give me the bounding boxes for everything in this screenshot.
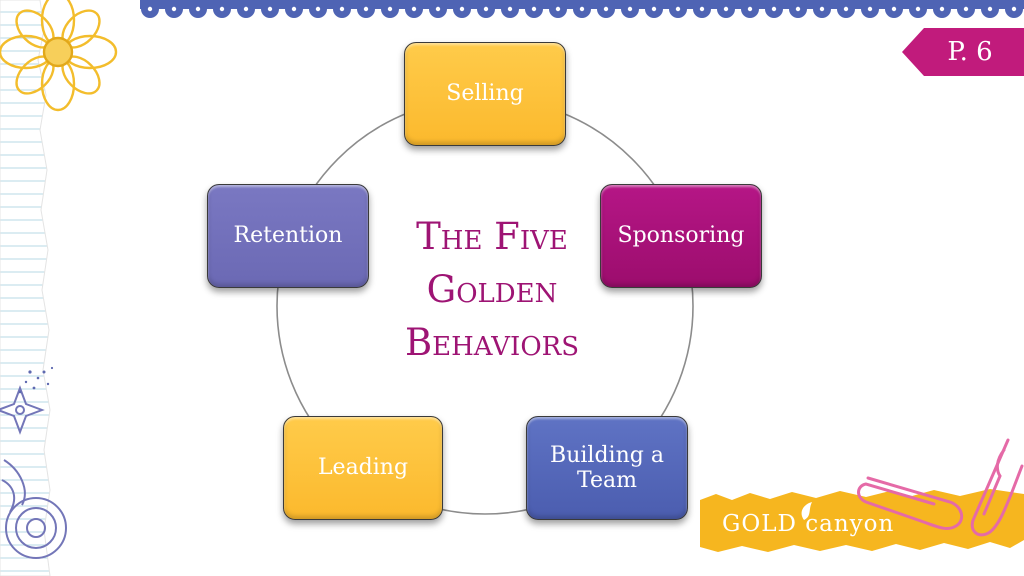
scallop-dot — [747, 6, 753, 12]
node-label: Leading — [317, 455, 409, 481]
diagram-title: The Five Golden Behaviors — [360, 210, 624, 369]
node-sponsoring: Sponsoring — [600, 184, 762, 288]
scallop-dot — [627, 6, 633, 12]
scallop-dot — [291, 6, 297, 12]
scallop-dot — [819, 6, 825, 12]
scallop-dot — [651, 6, 657, 12]
scallop-dot — [963, 6, 969, 12]
flame-logo-icon — [801, 502, 812, 520]
scallop-dot — [987, 6, 993, 12]
scallop-dot — [603, 6, 609, 12]
scallop-dot — [939, 6, 945, 12]
scallop-dot — [579, 6, 585, 12]
scallop-dot — [891, 6, 897, 12]
scallop-dot — [267, 6, 273, 12]
node-label: Sponsoring — [617, 223, 745, 249]
scallop-dot — [795, 6, 801, 12]
scallop-border — [140, 0, 1024, 18]
scallop-dot — [363, 6, 369, 12]
title-line: The Five — [416, 215, 568, 258]
dot-spray-decoration — [18, 366, 54, 394]
scallop-dot — [435, 6, 441, 12]
scallop-dot — [243, 6, 249, 12]
scallop-dot — [219, 6, 225, 12]
page-number-tab: P. 6 — [902, 28, 1024, 76]
page-number-label: P. 6 — [947, 37, 993, 67]
node-label: Building a Team — [550, 442, 664, 493]
scallop-dot — [387, 6, 393, 12]
scallop-dot — [915, 6, 921, 12]
scallop-dot — [843, 6, 849, 12]
scallop-dot — [339, 6, 345, 12]
scallop-dot — [171, 6, 177, 12]
scallop-dot — [1011, 6, 1017, 12]
scallop-dot — [771, 6, 777, 12]
scallop-dot — [195, 6, 201, 12]
scallop-dot — [507, 6, 513, 12]
title-line: Behaviors — [404, 321, 580, 364]
scallop-dot — [459, 6, 465, 12]
paperclip-icon — [857, 438, 1024, 537]
logo-banner — [700, 489, 1024, 552]
scallop-dot — [147, 6, 153, 12]
brand-logo-text: GOLD canyon — [722, 511, 895, 537]
scallop-dot — [867, 6, 873, 12]
node-retention: Retention — [207, 184, 369, 288]
scallop-dot — [699, 6, 705, 12]
scallop-dot — [675, 6, 681, 12]
yellow-flower-icon — [0, 0, 118, 112]
scallop-dot — [555, 6, 561, 12]
purple-flower-icon — [0, 385, 67, 559]
node-selling: Selling — [404, 42, 566, 146]
scallop-dot — [411, 6, 417, 12]
node-label: Retention — [233, 223, 343, 249]
scallop-dot — [723, 6, 729, 12]
node-label: Selling — [446, 81, 524, 107]
node-building-a-team: Building a Team — [526, 416, 688, 520]
node-leading: Leading — [283, 416, 443, 520]
scallop-dot — [531, 6, 537, 12]
scallop-dot — [315, 6, 321, 12]
scallop-dot — [483, 6, 489, 12]
title-line: Golden — [426, 268, 558, 311]
